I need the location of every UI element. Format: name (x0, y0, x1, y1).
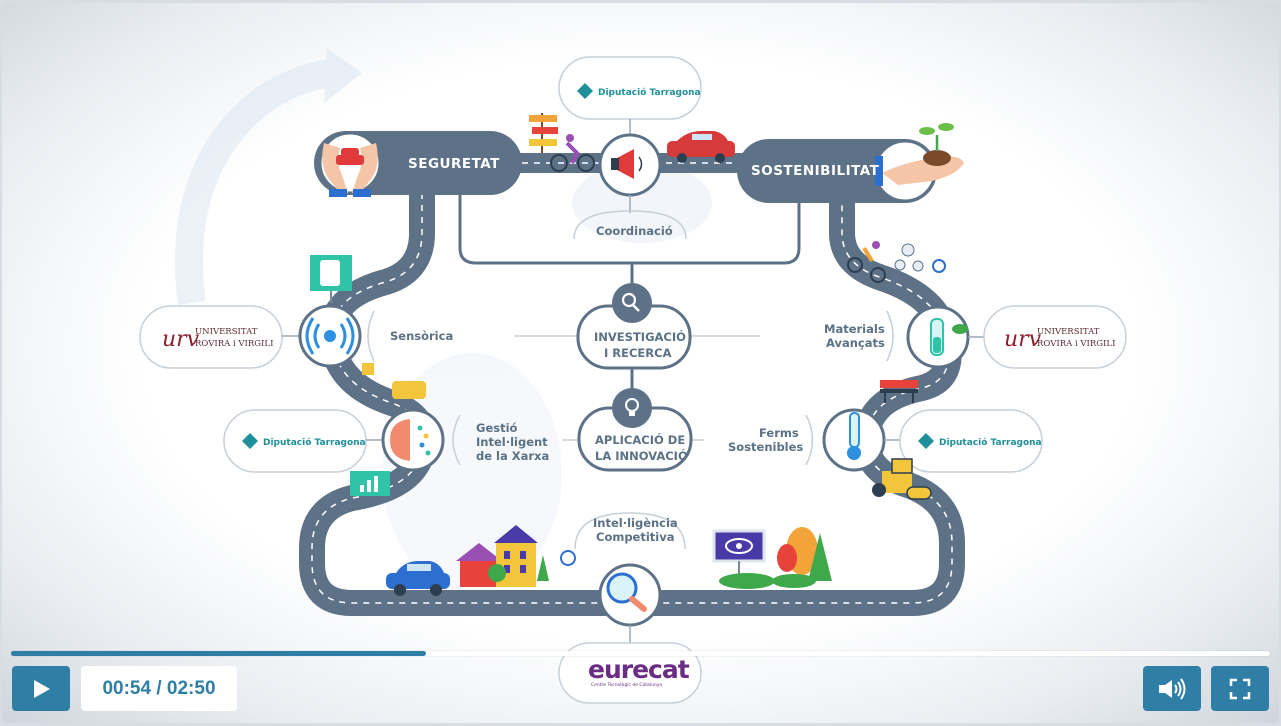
yellow-car-icon (392, 381, 426, 399)
video-player: SEGURETAT SOSTENIBILITAT Diputació Tarra… (2, 3, 1279, 723)
innovation-label-2: LA INNOVACIÓ (595, 448, 688, 463)
lightbulb-icon (612, 388, 652, 428)
svg-text:Centre Tecnològic de Catalunya: Centre Tecnològic de Catalunya (591, 681, 662, 688)
video-frame: SEGURETAT SOSTENIBILITAT Diputació Tarra… (139, 48, 1127, 704)
signpost-icon (529, 113, 558, 153)
top-road-vehicles (529, 113, 735, 172)
magnifier-icon (612, 283, 652, 323)
svg-text:eurecat: eurecat (588, 655, 690, 684)
network-label-2: Intel·ligent (476, 435, 548, 449)
sostenibilitat-label: SOSTENIBILITAT (751, 163, 880, 179)
competitive-node: Intel·ligència Competitiva eurecat Centr… (558, 512, 702, 704)
volume-icon (1159, 677, 1186, 700)
progress-fill (11, 651, 427, 656)
coordination-label: Coordinació (596, 224, 673, 238)
fullscreen-icon (1229, 678, 1251, 699)
recycle-sign-icon (560, 550, 576, 566)
cyclist-right-icon (847, 241, 886, 283)
research-node: INVESTIGACIÓ I RECERCA (514, 283, 760, 370)
current-time: 00:54 (102, 677, 152, 699)
svg-text:ROVIRA i VIRGILI: ROVIRA i VIRGILI (195, 339, 273, 349)
trees-icon (772, 527, 832, 588)
sensors-node: urv UNIVERSITAT ROVIRA i VIRGILI Sensòri… (139, 255, 453, 369)
research-label-2: I RECERCA (604, 346, 672, 360)
sensor-wave-icon (324, 330, 336, 342)
road-barrier-icon (880, 380, 918, 403)
sensors-label: Sensòrica (390, 329, 453, 343)
play-icon (34, 679, 50, 698)
svg-text:urv: urv (162, 327, 200, 352)
svg-text:UNIVERSITAT: UNIVERSITAT (1037, 327, 1100, 337)
time-display: 00:54 / 02:50 (81, 666, 237, 711)
progress-bar[interactable] (11, 651, 1270, 656)
pavements-label-2: Sostenibles (728, 440, 803, 454)
eurecat-logo: eurecat Centre Tecnològic de Catalunya (588, 655, 691, 688)
network-label-1: Gestió (476, 421, 518, 435)
thermometer-icon (849, 412, 860, 448)
innovation-node: APLICACIÓ DE LA INNOVACIÓ (562, 388, 704, 472)
red-car-icon (667, 131, 735, 163)
megaphone-icon (617, 149, 634, 179)
svg-text:Diputació Tarragona: Diputació Tarragona (939, 437, 1042, 448)
svg-text:ROVIRA i VIRGILI: ROVIRA i VIRGILI (1037, 339, 1115, 349)
search-glass-icon (606, 572, 638, 604)
seguretat-pill: SEGURETAT (314, 131, 522, 197)
materials-label-2: Avançats (826, 336, 885, 350)
brain-icon (390, 419, 410, 461)
diputacio-logo-left: Diputació Tarragona (242, 433, 366, 449)
eye-billboard-icon (712, 529, 775, 589)
time-separator: / (151, 677, 167, 699)
diputacio-logo-top: Diputació Tarragona (577, 83, 701, 99)
fullscreen-button[interactable] (1211, 666, 1269, 711)
camera-icon (362, 363, 374, 375)
coordination-node: Diputació Tarragona Coordinació (558, 56, 702, 240)
houses-icon (456, 525, 549, 587)
pavements-label-1: Ferms (759, 426, 799, 440)
duration: 02:50 (166, 677, 216, 699)
urv-logo-right: urv UNIVERSITAT ROVIRA i VIRGILI (1004, 327, 1115, 352)
network-label-3: de la Xarxa (476, 449, 549, 463)
pavements-node: Ferms Sostenibles Diputació Tarragona (728, 408, 1043, 500)
roller-truck-icon (872, 458, 932, 500)
competitive-label-2: Competitiva (596, 530, 675, 544)
svg-text:Diputació Tarragona: Diputació Tarragona (263, 437, 366, 448)
volume-button[interactable] (1143, 666, 1201, 711)
video-controls: 00:54 / 02:50 (2, 643, 1279, 723)
materials-node: Materials Avançats urv UNIVERSITAT ROVIR… (824, 241, 1127, 403)
svg-text:urv: urv (1004, 327, 1042, 352)
svg-text:UNIVERSITAT: UNIVERSITAT (195, 327, 258, 337)
blue-car-icon (386, 561, 450, 596)
research-label-1: INVESTIGACIÓ (594, 329, 686, 344)
seguretat-label: SEGURETAT (408, 156, 500, 172)
svg-text:Diputació Tarragona: Diputació Tarragona (598, 87, 701, 98)
urv-logo-left: urv UNIVERSITAT ROVIRA i VIRGILI (162, 327, 273, 352)
diputacio-logo-right: Diputació Tarragona (918, 433, 1042, 449)
co2-bubbles-icon (894, 243, 946, 273)
sostenibilitat-pill: SOSTENIBILITAT (737, 123, 964, 203)
competitive-label-1: Intel·ligència (593, 516, 678, 530)
play-button[interactable] (12, 666, 70, 711)
materials-label-1: Materials (824, 322, 885, 336)
network-node: Diputació Tarragona Gestió Intel·ligent … (223, 363, 549, 496)
bottom-scenery (386, 525, 832, 596)
innovation-label-1: APLICACIÓ DE (595, 432, 685, 447)
cyclist-icon (550, 134, 595, 172)
